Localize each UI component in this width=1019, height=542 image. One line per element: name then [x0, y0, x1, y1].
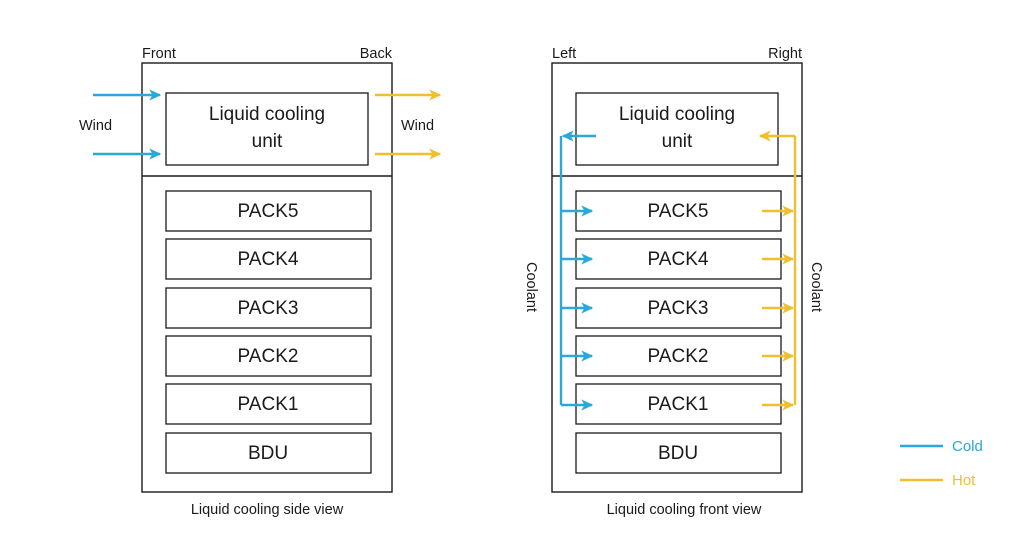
front-view-module-label-bdu: BDU — [658, 443, 698, 464]
front-view-left-label: Left — [552, 46, 576, 62]
front-view-module-label-pack5: PACK5 — [648, 201, 709, 222]
front-view-caption: Liquid cooling front view — [607, 502, 762, 518]
front-view-liquid-cooling-unit — [575, 92, 779, 166]
front-view-module-bdu — [575, 432, 782, 474]
side-view-group: Front Back Liquid cooling unit PACK5 PAC… — [79, 46, 442, 518]
side-view-liquid-cooling-unit — [165, 92, 369, 166]
side-view-module-bdu — [165, 432, 372, 474]
front-view-module-pack3 — [575, 287, 782, 329]
side-view-back-label: Back — [360, 46, 393, 62]
front-view-cabinet-frame — [551, 62, 803, 493]
side-view-module-label-pack2: PACK2 — [238, 346, 299, 367]
legend-label-cold: Cold — [952, 438, 983, 455]
front-view-cooling-unit-label-line1: Liquid cooling — [619, 104, 735, 125]
front-view-module-label-pack4: PACK4 — [648, 249, 709, 270]
front-view-module-label-pack3: PACK3 — [648, 298, 709, 319]
side-view-module-pack4 — [165, 238, 372, 280]
side-view-wind-inlet-label: Wind — [79, 118, 112, 134]
side-view-module-label-bdu: BDU — [248, 443, 288, 464]
front-view-module-label-pack2: PACK2 — [648, 346, 709, 367]
front-view-cooling-unit-label-line2: unit — [662, 131, 693, 152]
front-view-right-label: Right — [768, 46, 802, 62]
front-view-coolant-label-right: Coolant — [808, 262, 824, 312]
front-view-coolant-label-left: Coolant — [523, 262, 539, 312]
legend: Cold Hot — [900, 438, 983, 489]
side-view-module-label-pack5: PACK5 — [238, 201, 299, 222]
side-view-caption: Liquid cooling side view — [191, 502, 344, 518]
side-view-cooling-unit-label-line2: unit — [252, 131, 283, 152]
side-view-cooling-unit-label-line1: Liquid cooling — [209, 104, 325, 125]
front-view-group: Left Right Liquid cooling unit PACK5 PAC… — [523, 46, 824, 518]
side-view-front-label: Front — [142, 46, 176, 62]
side-view-module-pack5 — [165, 190, 372, 232]
side-view-module-label-pack4: PACK4 — [238, 249, 299, 270]
side-view-module-pack2 — [165, 335, 372, 377]
front-view-module-pack4 — [575, 238, 782, 280]
side-view-cabinet-frame — [141, 62, 393, 493]
legend-label-hot: Hot — [952, 472, 976, 489]
side-view-module-label-pack1: PACK1 — [238, 394, 299, 415]
front-view-module-label-pack1: PACK1 — [648, 394, 709, 415]
side-view-module-pack1 — [165, 383, 372, 425]
front-view-module-pack2 — [575, 335, 782, 377]
side-view-wind-outlet-label: Wind — [401, 118, 434, 134]
side-view-module-label-pack3: PACK3 — [238, 298, 299, 319]
side-view-module-pack3 — [165, 287, 372, 329]
